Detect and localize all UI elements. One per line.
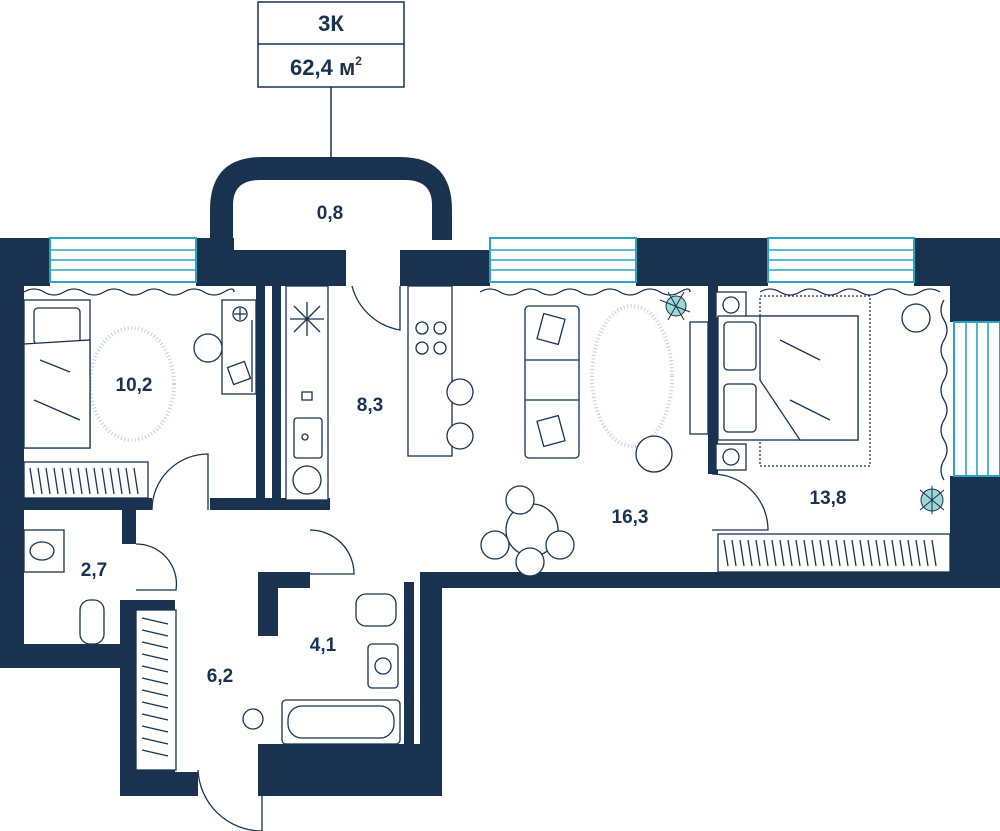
- area-kitchen: 8,3: [357, 395, 383, 416]
- bathroom-furniture: [281, 593, 401, 745]
- curtains: [23, 288, 948, 481]
- area-unit-superscript: 2: [355, 54, 362, 68]
- area-bathroom: 4,1: [310, 635, 337, 656]
- apartment-type: 3К: [318, 11, 344, 36]
- area-hall: 6,2: [207, 666, 233, 687]
- hall-furniture: [135, 529, 355, 831]
- area-bedroom-master: 13,8: [810, 488, 847, 509]
- walls: [0, 238, 1000, 796]
- kitchen-furniture: [285, 285, 474, 501]
- wc-furniture: [23, 529, 178, 645]
- room-labels: 0,8 10,2 8,3 16,3 13,8 2,7 6,2 4,1: [81, 203, 847, 687]
- balcony-wall: [210, 157, 452, 240]
- area-living-room: 16,3: [612, 507, 649, 528]
- apartment-area: 62,4 м: [290, 55, 355, 80]
- living-room-furniture: [480, 291, 709, 577]
- master-bedroom-furniture: [711, 291, 951, 573]
- svg-text:62,4 м2: 62,4 м2: [290, 54, 362, 80]
- small-bedroom-furniture: [23, 299, 257, 511]
- area-wc: 2,7: [81, 560, 107, 581]
- area-bedroom-small: 10,2: [116, 375, 153, 396]
- area-balcony: 0,8: [317, 203, 343, 224]
- apartment-badge: 3К 62,4 м2: [257, 1, 405, 157]
- windows: [49, 237, 1000, 477]
